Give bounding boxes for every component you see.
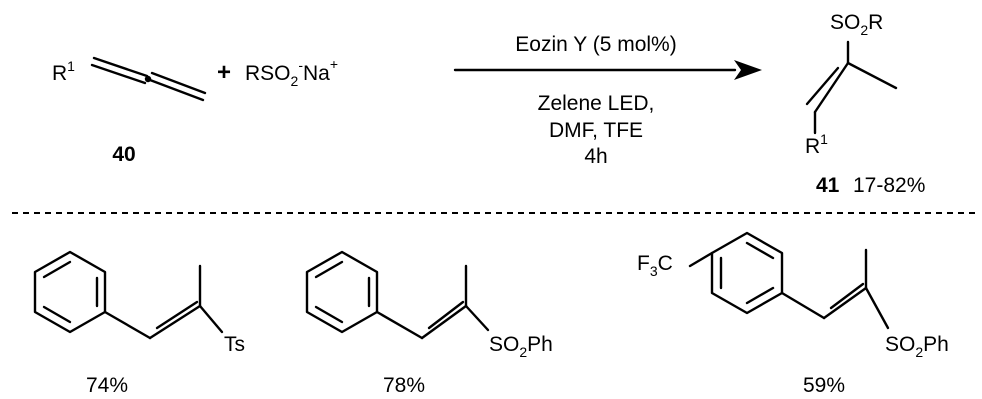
reaction-arrow bbox=[453, 60, 762, 80]
product-structure bbox=[805, 40, 898, 135]
example-3-aryl-substituent: F3C bbox=[637, 252, 673, 279]
allene-compound-number: 40 bbox=[112, 143, 135, 166]
example-3-substituent: SO2Ph bbox=[885, 333, 949, 360]
plus-sign: + bbox=[217, 59, 231, 86]
example-1-substituent: Ts bbox=[224, 333, 245, 356]
example-1-yield: 74% bbox=[86, 374, 128, 397]
sodium-sulfinate-label: RSO2-Na+ bbox=[245, 56, 338, 89]
example-3-yield: 59% bbox=[803, 374, 845, 397]
condition-catalyst: Eozin Y (5 mol%) bbox=[515, 33, 676, 56]
allene-structure: R1 bbox=[52, 56, 207, 102]
example-2-substituent: SO2Ph bbox=[489, 333, 553, 360]
allene-r1-label: R1 bbox=[52, 58, 75, 85]
allene-central-carbon-dot bbox=[144, 75, 152, 83]
example-2-yield: 78% bbox=[383, 374, 425, 397]
product-r1-label: R1 bbox=[805, 131, 828, 158]
product-compound-number: 41 bbox=[816, 174, 840, 197]
product-yield-range: 17-82% bbox=[853, 174, 925, 197]
example-3-structure bbox=[688, 231, 890, 330]
product-sulfonyl-label: SO2R bbox=[830, 11, 883, 38]
example-1-structure bbox=[33, 250, 224, 340]
condition-time: 4h bbox=[584, 145, 607, 168]
condition-solvents: DMF, TFE bbox=[549, 119, 643, 142]
condition-light: Zelene LED, bbox=[538, 92, 655, 115]
example-2-structure bbox=[305, 250, 490, 340]
